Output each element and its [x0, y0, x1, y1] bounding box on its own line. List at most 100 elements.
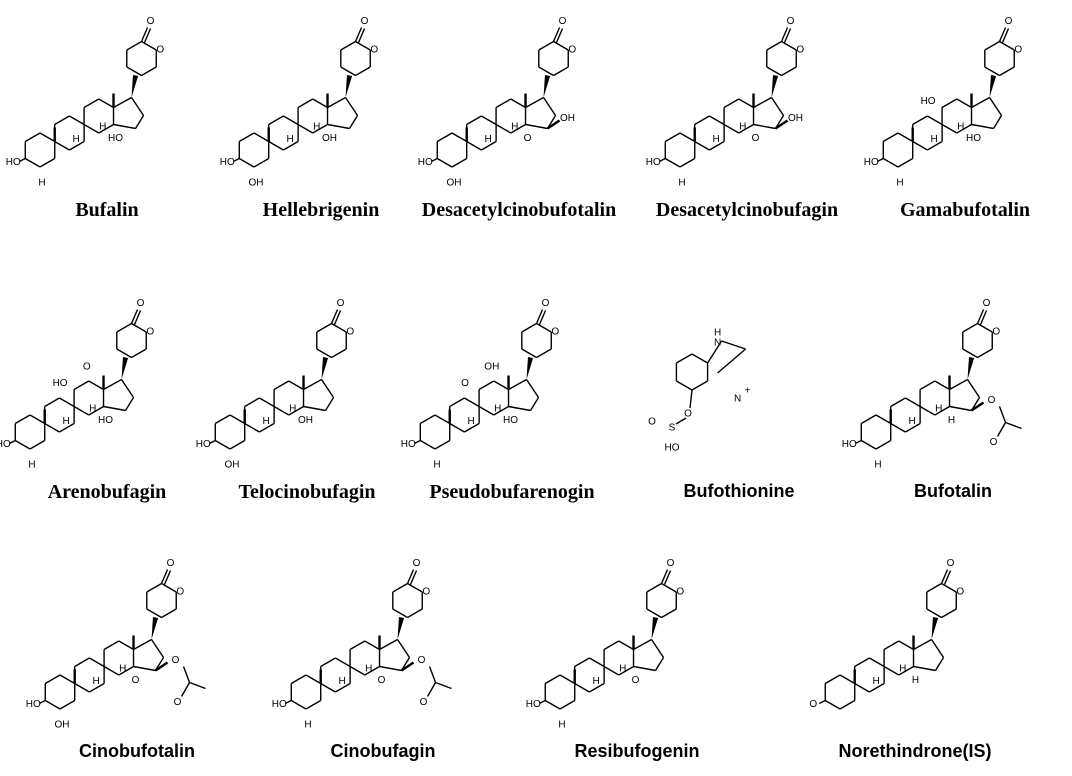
ring-a — [238, 157, 255, 168]
ring-b — [59, 397, 75, 408]
ring-a — [434, 439, 451, 450]
ring-d — [992, 115, 1003, 129]
indole-nitrogen: N — [714, 338, 721, 349]
ring-a — [544, 674, 561, 685]
c3-substituent: HO — [196, 439, 211, 450]
pyranone-ring — [392, 608, 408, 619]
ring-c — [118, 640, 134, 651]
ring-b — [890, 397, 906, 408]
ring-d — [971, 123, 994, 130]
ring-c — [478, 380, 495, 391]
carbonyl-bond — [409, 570, 418, 585]
ring-a — [664, 157, 681, 168]
acetyl-bond — [996, 422, 1007, 437]
ring-d — [934, 657, 945, 671]
pyranone-ring — [316, 322, 332, 333]
ring-d — [913, 638, 932, 651]
ring-d — [379, 665, 402, 672]
pyranone-ring — [355, 40, 371, 51]
c3-bond — [876, 157, 884, 163]
ring-c — [312, 123, 328, 134]
c3-substituent: HO — [401, 439, 416, 450]
ring-a — [451, 132, 468, 143]
acetyl-bond — [180, 682, 191, 697]
positive-charge: + — [745, 386, 751, 397]
carbonyl-bond — [406, 569, 415, 584]
ring-d — [303, 378, 322, 391]
ring-a — [229, 439, 246, 450]
ring-c — [73, 405, 90, 416]
carbonyl-oxygen: O — [947, 558, 955, 569]
ring-b — [694, 140, 710, 151]
c8-hydrogen: H — [899, 664, 906, 675]
pyranone-ring — [521, 322, 537, 333]
c3-bond — [208, 439, 216, 445]
ring-d — [396, 639, 411, 658]
c16-substituent: O — [988, 395, 996, 406]
carbonyl-bond — [998, 27, 1007, 42]
ring-b — [869, 682, 885, 693]
ring-d — [529, 397, 540, 411]
carbonyl-bond — [143, 28, 152, 43]
ring-c — [919, 380, 936, 391]
ring-a — [436, 132, 453, 143]
c5-substituent: H — [304, 720, 311, 731]
pyranone-ring — [355, 66, 371, 77]
pyranone-ring — [131, 348, 147, 359]
c3-substituent: HO — [272, 699, 287, 710]
c8-hydrogen: H — [739, 122, 746, 133]
compound-name: Cinobufotalin — [79, 741, 195, 761]
c16-bond — [774, 119, 789, 130]
c3-bond — [38, 699, 46, 705]
ring-b — [589, 682, 605, 693]
carbonyl-bond — [780, 27, 789, 42]
ring-c — [956, 123, 972, 134]
pyranone-ring — [538, 40, 554, 51]
c3-bond — [18, 157, 26, 163]
ring-b — [44, 422, 60, 433]
carbonyl-bond — [663, 570, 672, 585]
c8-hydrogen: H — [494, 404, 501, 415]
wedge-bond — [931, 617, 939, 640]
ring-b — [927, 140, 943, 151]
c14-substituent: O — [632, 675, 640, 686]
wedge-bond — [321, 357, 329, 380]
ring-b — [449, 397, 465, 408]
compound-name: Bufalin — [75, 199, 139, 221]
c5-substituent: H — [28, 460, 35, 471]
pyrrole-bond — [706, 340, 723, 364]
acetyl-oxygen: O — [174, 697, 182, 708]
compound-name: Pseudobufarenogin — [429, 481, 595, 503]
ring-oxygen: O — [568, 45, 576, 56]
c9-hydrogen: H — [485, 134, 492, 145]
ring-d — [949, 378, 968, 391]
compound-name: Telocinobufagin — [238, 481, 376, 503]
c8-hydrogen: H — [957, 122, 964, 133]
ring-b — [854, 657, 870, 668]
c9-hydrogen: H — [73, 134, 80, 145]
ring-a — [897, 132, 914, 143]
ring-b — [335, 682, 351, 693]
carbonyl-bond — [130, 309, 139, 324]
c3-bond — [818, 699, 826, 705]
ring-c — [103, 665, 120, 676]
carbonyl-bond — [133, 310, 142, 325]
c16-substituent: OH — [560, 113, 575, 124]
ring-oxygen: O — [1014, 45, 1022, 56]
pyranone-ring — [661, 608, 677, 619]
ring-c — [349, 665, 366, 676]
c5-substituent: H — [874, 460, 881, 471]
pyranone-ring — [977, 348, 993, 359]
ring-oxygen: O — [146, 327, 154, 338]
ring-c — [493, 380, 509, 391]
pyranone-ring — [999, 40, 1015, 51]
carbonyl-oxygen: O — [137, 298, 145, 309]
ring-b — [464, 397, 480, 408]
ring-c — [103, 640, 120, 651]
wedge-bond — [771, 75, 779, 98]
